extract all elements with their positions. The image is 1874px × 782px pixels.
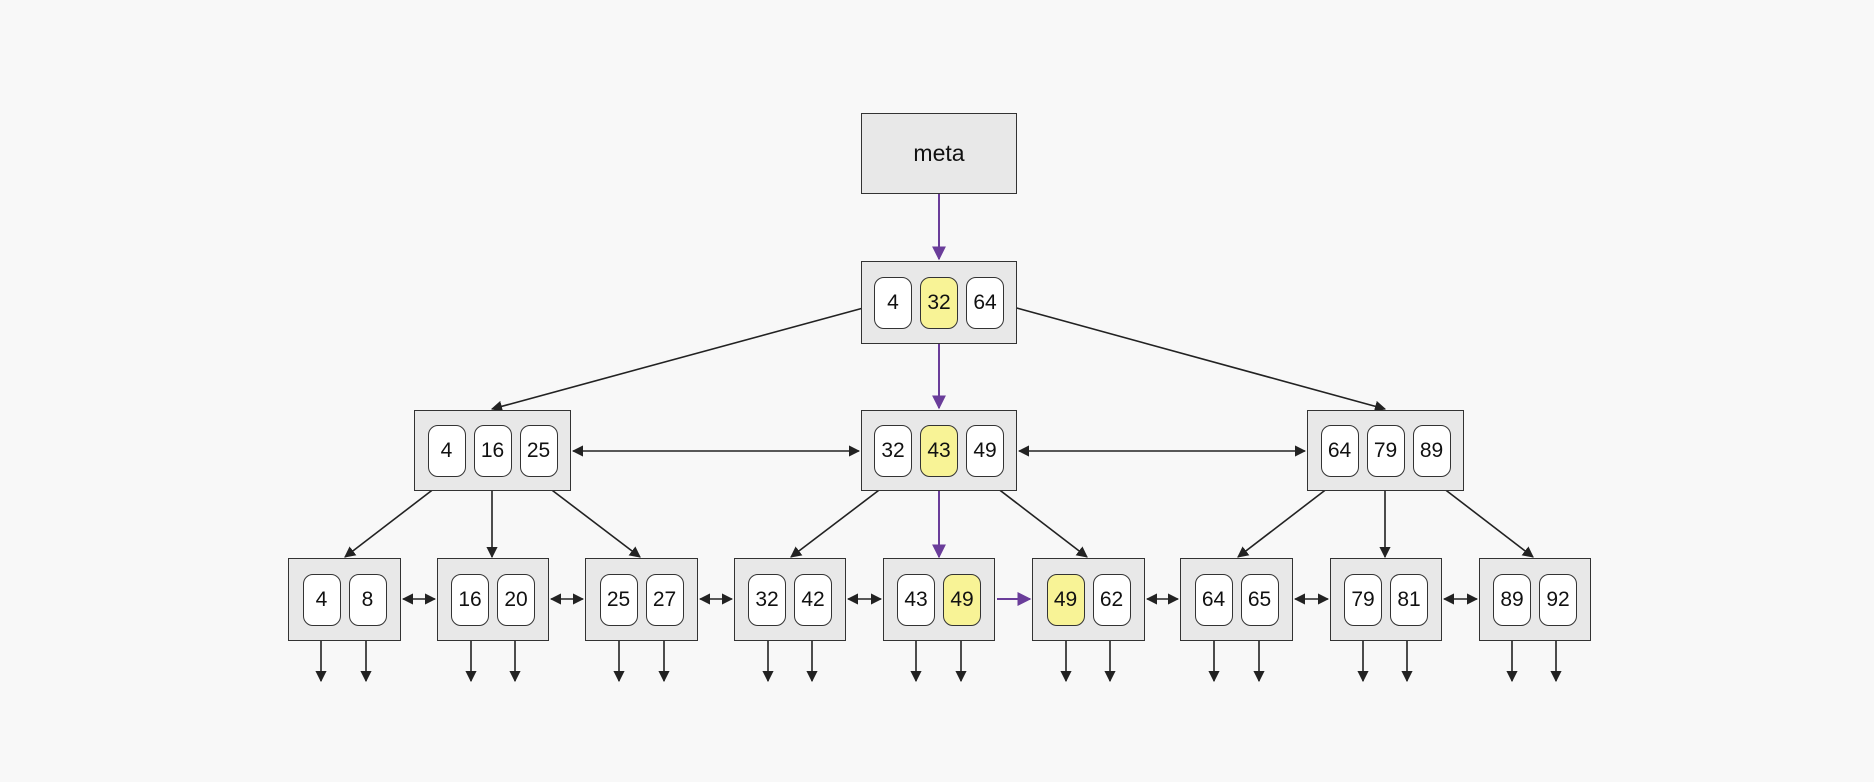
internal-key: 89 — [1412, 424, 1451, 477]
leaf-key: 49 — [943, 573, 981, 626]
internal-to-leaf-edge — [344, 477, 449, 558]
internal-node-1: 32 43 49 — [861, 410, 1017, 491]
root-key: 64 — [966, 276, 1004, 329]
leaf-node-4: 43 49 — [883, 558, 995, 641]
leaf-node-3: 32 42 — [734, 558, 846, 641]
internal-to-leaf-edge — [535, 477, 641, 558]
internal-to-leaf-edge — [1429, 477, 1534, 558]
internal-key: 64 — [1320, 424, 1359, 477]
leaf-key: 4 — [302, 573, 341, 626]
internal-to-leaf-edge — [983, 477, 1088, 558]
leaf-key: 20 — [497, 573, 535, 626]
leaf-key: 8 — [348, 573, 387, 626]
internal-node-2: 64 79 89 — [1307, 410, 1464, 491]
root-to-internal-edge — [490, 303, 879, 412]
leaf-node-0: 4 8 — [288, 558, 401, 641]
leaf-key: 64 — [1194, 573, 1233, 626]
leaf-key: 43 — [897, 573, 935, 626]
leaf-key: 92 — [1539, 573, 1577, 626]
internal-to-leaf-edge — [790, 477, 896, 558]
leaf-node-5: 49 62 — [1032, 558, 1145, 641]
leaf-key: 81 — [1390, 573, 1428, 626]
root-node: 4 32 64 — [861, 261, 1017, 344]
internal-key: 43 — [920, 424, 958, 477]
internal-key: 25 — [519, 424, 558, 477]
leaf-node-7: 79 81 — [1330, 558, 1442, 641]
leaf-key: 49 — [1046, 573, 1085, 626]
leaf-key: 32 — [748, 573, 786, 626]
leaf-key: 27 — [645, 573, 684, 626]
root-key: 32 — [920, 276, 958, 329]
root-to-internal-edge — [1001, 303, 1387, 412]
leaf-key: 16 — [451, 573, 489, 626]
leaf-key: 79 — [1344, 573, 1382, 626]
leaf-key: 25 — [599, 573, 638, 626]
internal-to-leaf-edge — [1237, 477, 1342, 558]
internal-key: 4 — [427, 424, 466, 477]
meta-node: meta — [861, 113, 1017, 194]
internal-key: 49 — [966, 424, 1004, 477]
internal-node-0: 4 16 25 — [414, 410, 571, 491]
leaf-key: 89 — [1493, 573, 1531, 626]
leaf-key: 65 — [1240, 573, 1279, 626]
leaf-node-6: 64 65 — [1180, 558, 1293, 641]
leaf-node-8: 89 92 — [1479, 558, 1591, 641]
leaf-key: 62 — [1092, 573, 1131, 626]
leaf-node-2: 25 27 — [585, 558, 698, 641]
leaf-key: 42 — [794, 573, 832, 626]
internal-key: 16 — [473, 424, 512, 477]
meta-label: meta — [913, 140, 965, 166]
root-key: 4 — [874, 276, 912, 329]
leaf-node-1: 16 20 — [437, 558, 549, 641]
internal-key: 79 — [1366, 424, 1405, 477]
internal-key: 32 — [874, 424, 912, 477]
